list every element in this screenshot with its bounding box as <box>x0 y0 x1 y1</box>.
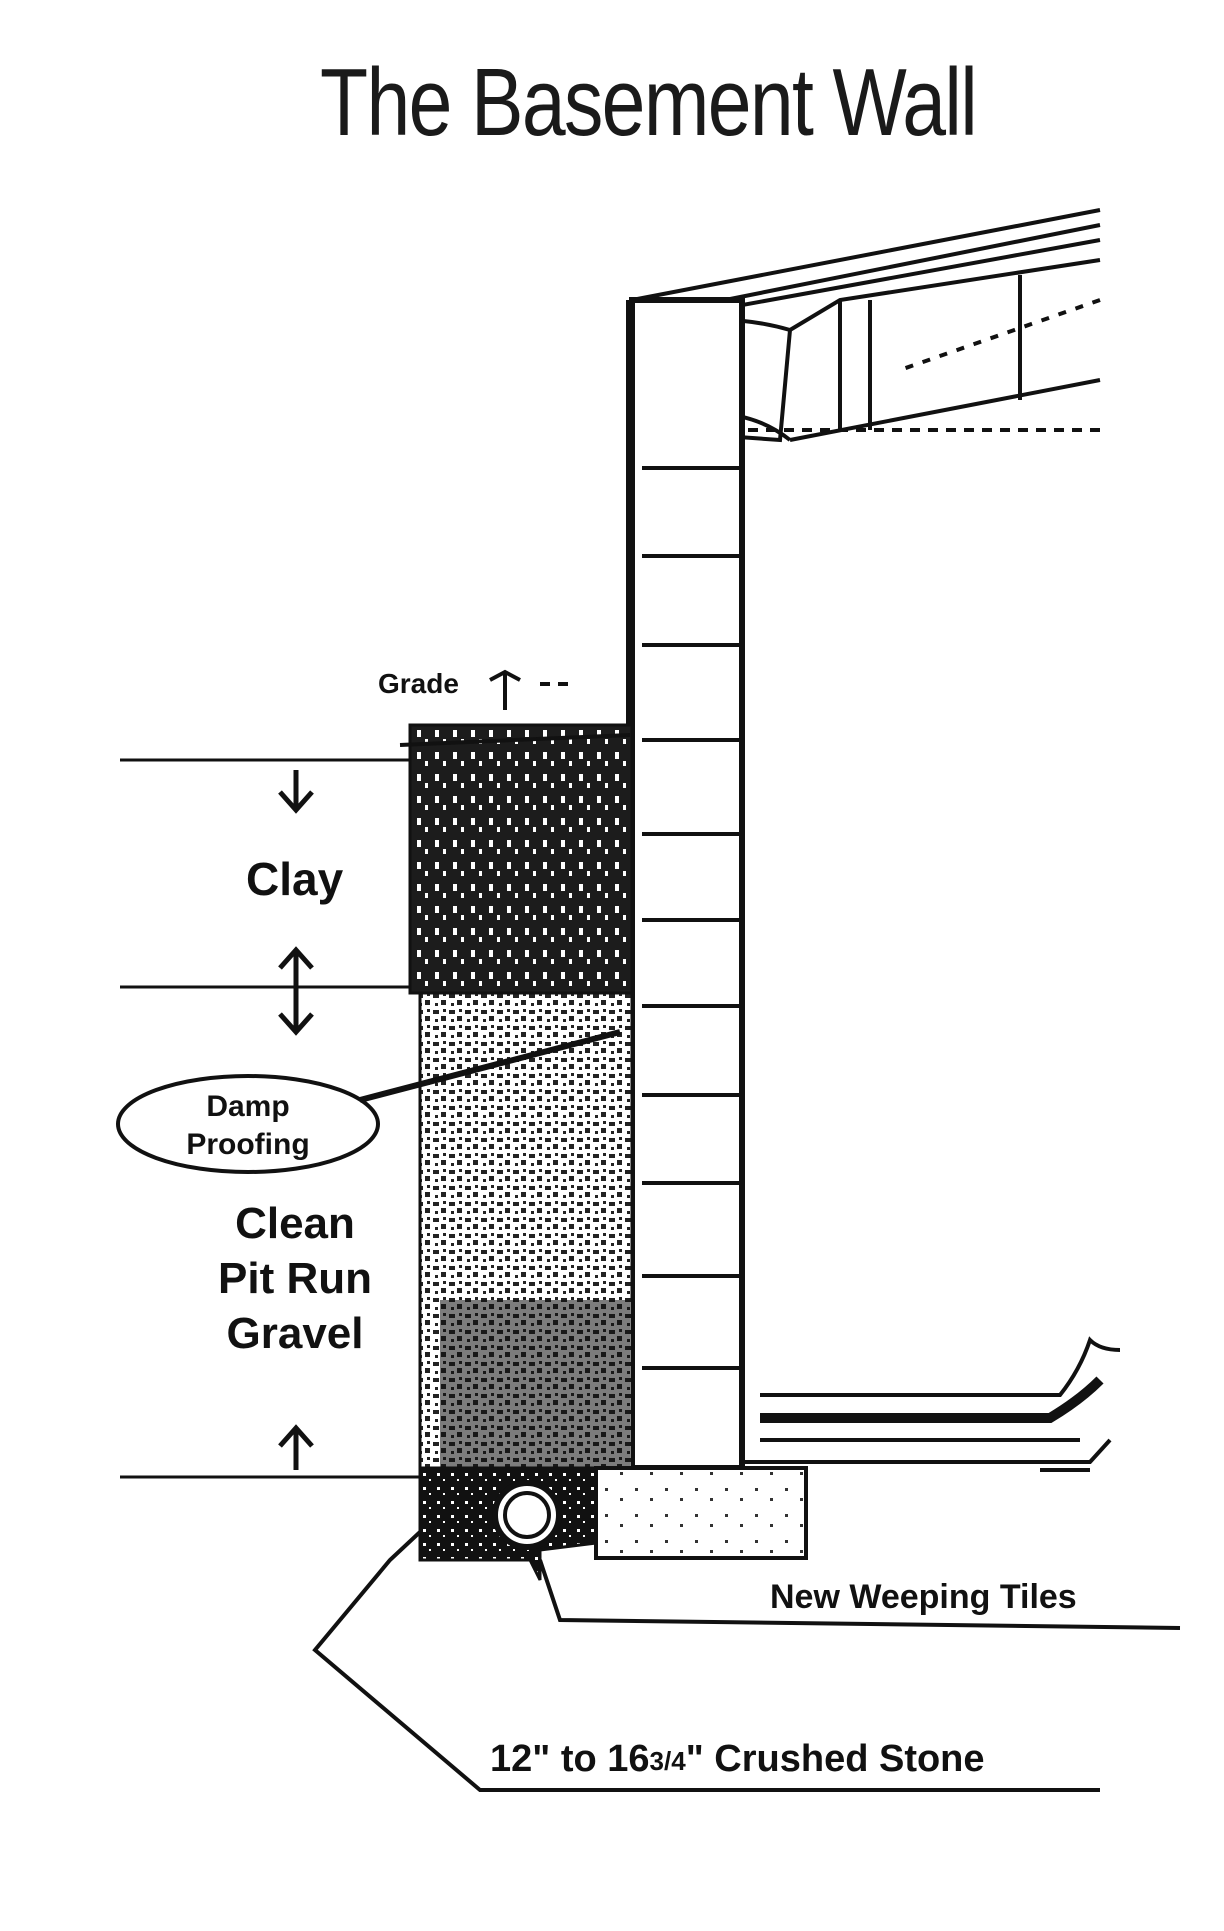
damp-proofing-line-2: Proofing <box>186 1128 310 1161</box>
weeping-tile-pipe <box>492 1480 562 1550</box>
level-lines <box>120 758 420 1479</box>
grade-label: Grade <box>378 668 459 699</box>
clay-fill <box>408 723 634 995</box>
foundation-wall <box>626 297 745 1471</box>
damp-proofing-label: Damp Proofing <box>148 1088 348 1164</box>
weeping-tiles-label: New Weeping Tiles <box>770 1578 1077 1616</box>
gravel-dark-zone <box>440 1300 630 1468</box>
damp-proofing-line-1: Damp <box>206 1090 290 1123</box>
basement-floor-slab <box>742 1336 1121 1472</box>
backfill-label: Clean Pit Run Gravel <box>180 1196 410 1361</box>
diagram-title: The Basement Wall <box>320 49 978 156</box>
footing <box>594 1466 808 1560</box>
gravel-bottom-arrow <box>278 1424 314 1470</box>
backfill-line-1: Clean <box>235 1199 355 1248</box>
crushed-stone-fraction: 3/4 <box>649 1745 686 1776</box>
damp-proofing-callout <box>116 1029 621 1174</box>
backfill-line-3: Gravel <box>226 1309 364 1358</box>
grade-marker <box>399 669 631 747</box>
crushed-stone-size: 12" to 16 <box>490 1738 650 1780</box>
leader-lines <box>312 1530 1181 1792</box>
clay-gravel-boundary-arrow <box>278 946 314 1036</box>
clay-top-arrow <box>278 770 314 814</box>
clay-label: Clay <box>246 853 344 905</box>
backfill-line-2: Pit Run <box>218 1254 372 1303</box>
crushed-stone-label: 12" to 163/4" Crushed Stone <box>490 1738 985 1781</box>
crushed-stone-text: " Crushed Stone <box>685 1738 985 1780</box>
